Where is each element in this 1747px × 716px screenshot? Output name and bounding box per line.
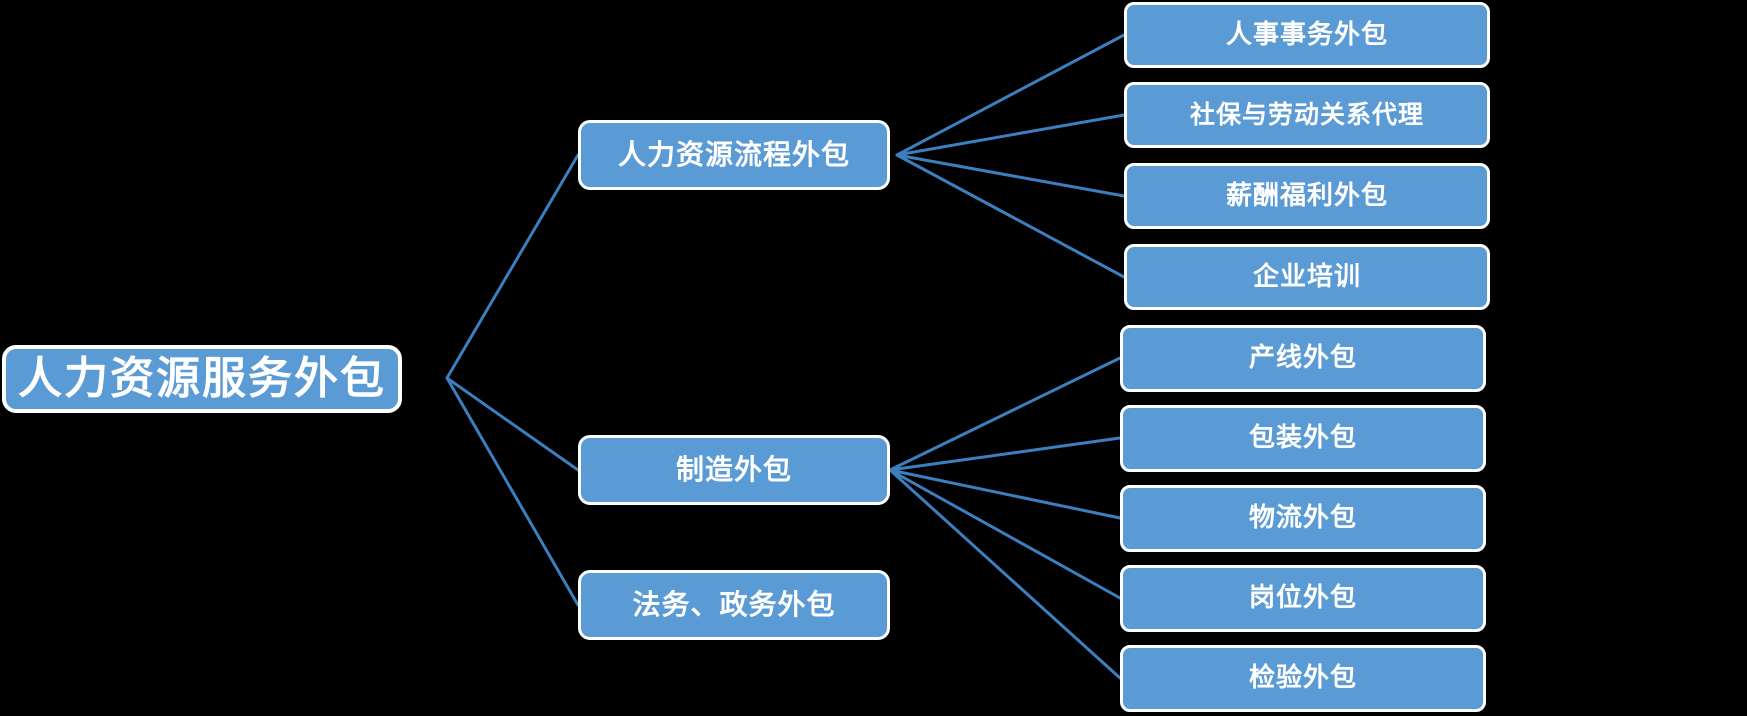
connector-root-to-mfg bbox=[445, 376, 580, 472]
connector-mfg-to-mfg-2 bbox=[888, 436, 1122, 472]
node-leaf-hro-1[interactable]: 人事事务外包 bbox=[1124, 2, 1490, 68]
connector-root-to-legal bbox=[445, 376, 580, 607]
connector-mfg-to-mfg-3 bbox=[888, 468, 1122, 520]
node-branch-mfg[interactable]: 制造外包 bbox=[578, 435, 890, 505]
connector-hro-to-hro-1 bbox=[895, 33, 1126, 157]
node-branch-legal[interactable]: 法务、政务外包 bbox=[578, 570, 890, 640]
connector-hro-to-hro-3 bbox=[895, 153, 1126, 198]
node-leaf-mfg-4[interactable]: 岗位外包 bbox=[1120, 565, 1486, 632]
node-root[interactable]: 人力资源服务外包 bbox=[2, 345, 402, 413]
node-leaf-hro-3[interactable]: 薪酬福利外包 bbox=[1124, 163, 1490, 229]
connector-mfg-to-mfg-1 bbox=[888, 356, 1122, 472]
node-leaf-hro-2[interactable]: 社保与劳动关系代理 bbox=[1124, 82, 1490, 148]
node-leaf-mfg-2[interactable]: 包装外包 bbox=[1120, 405, 1486, 472]
node-branch-hro[interactable]: 人力资源流程外包 bbox=[578, 120, 890, 190]
node-leaf-mfg-3[interactable]: 物流外包 bbox=[1120, 485, 1486, 552]
connector-mfg-to-mfg-4 bbox=[888, 468, 1122, 600]
node-leaf-mfg-1[interactable]: 产线外包 bbox=[1120, 325, 1486, 392]
connector-hro-to-hro-2 bbox=[895, 113, 1126, 157]
node-leaf-hro-4[interactable]: 企业培训 bbox=[1124, 244, 1490, 310]
connector-mfg-to-mfg-5 bbox=[888, 468, 1122, 680]
connector-hro-to-hro-4 bbox=[895, 153, 1126, 279]
node-leaf-mfg-5[interactable]: 检验外包 bbox=[1120, 645, 1486, 712]
connector-root-to-hro bbox=[445, 153, 580, 380]
